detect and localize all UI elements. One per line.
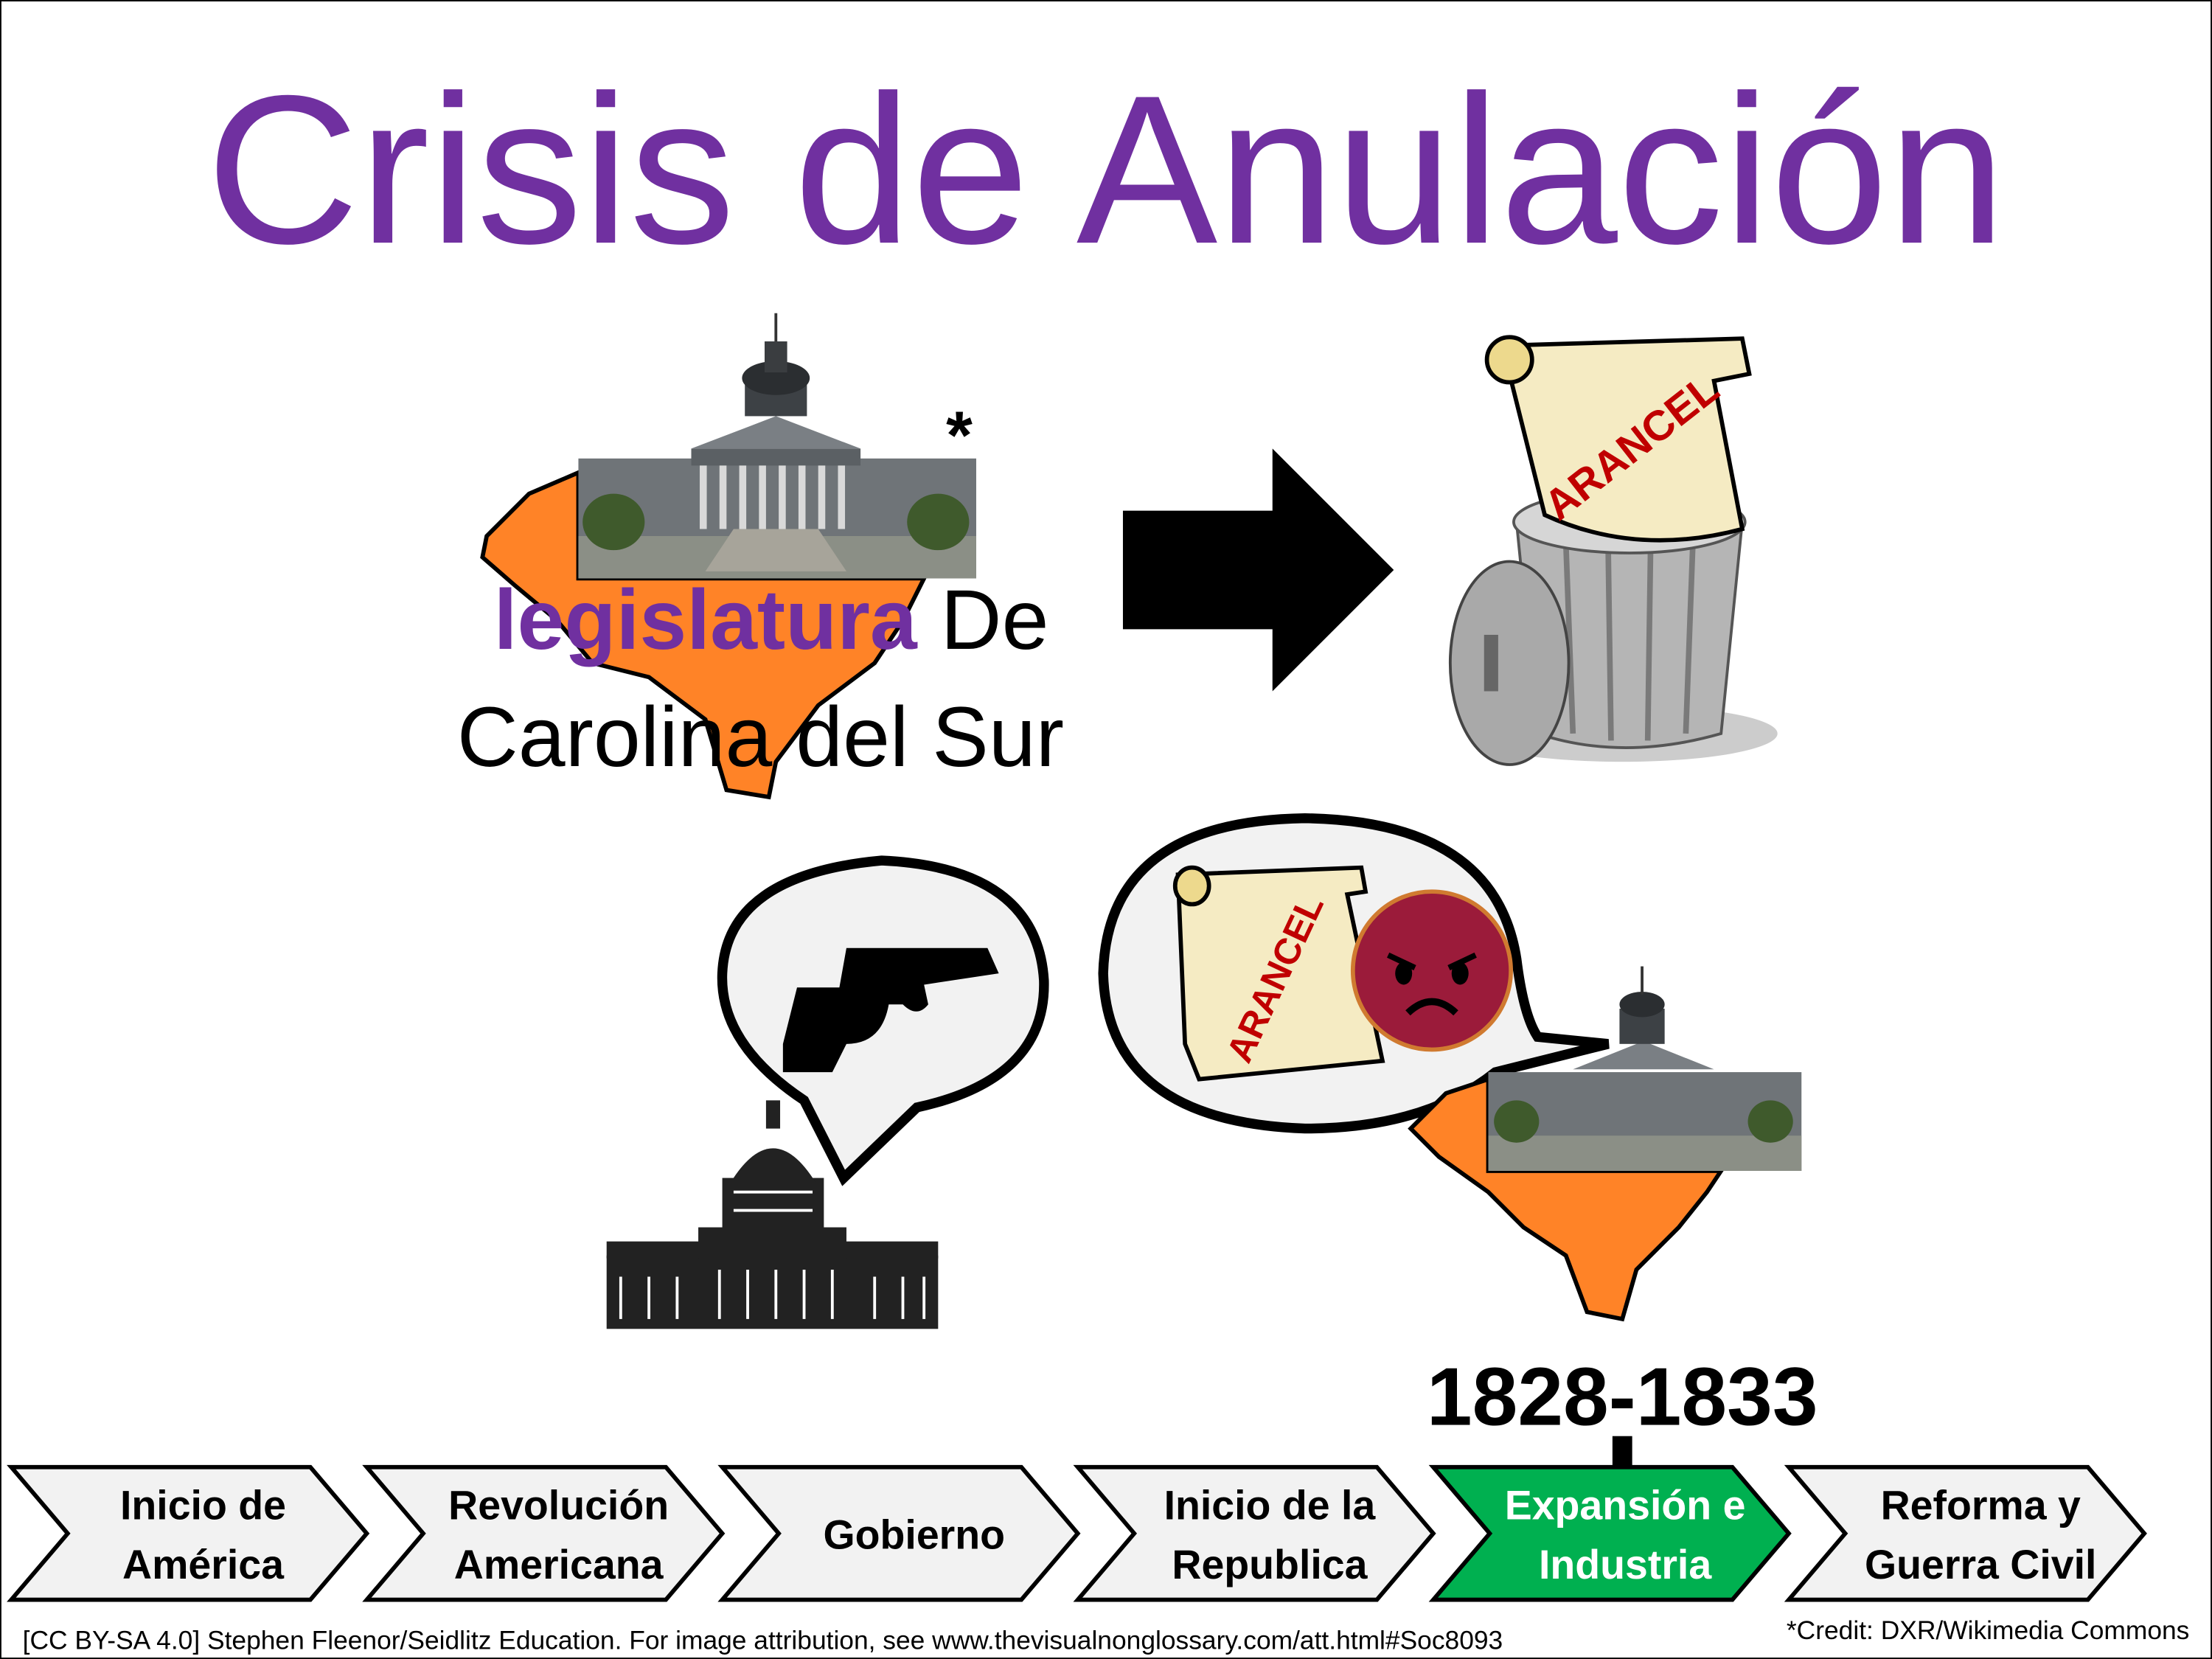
chevron-shape (1428, 1464, 1792, 1602)
timeline-step-label: Gobierno (824, 1512, 1006, 1558)
legislature-label-line2: Carolina del Sur (457, 690, 1064, 785)
south-carolina-map-icon (480, 469, 928, 800)
timeline-step-4[interactable]: Expansión e Industria (1428, 1464, 1792, 1602)
timeline-step-label: Expansión e (1505, 1483, 1746, 1528)
gun-icon (782, 947, 999, 1073)
timeline-step-5[interactable]: Reforma y Guerra Civil (1784, 1464, 2147, 1602)
right-arrow-icon (1122, 448, 1394, 692)
angry-face-icon (1350, 889, 1513, 1052)
chevron-shape (7, 1464, 370, 1602)
timeline-step-3[interactable]: Inicio de la Republica (1073, 1464, 1436, 1602)
timeline-step-label: Revolución (448, 1483, 669, 1528)
timeline-step-label: América (122, 1542, 285, 1587)
date-range: 1828-1833 (1427, 1351, 1818, 1442)
statehouse-building-icon (578, 313, 976, 579)
timeline-marker (1612, 1436, 1632, 1467)
chevron-shape (1073, 1464, 1436, 1602)
credit-asterisk: * (946, 398, 973, 473)
chevron-shape (362, 1464, 726, 1602)
timeline-step-2[interactable]: Gobierno (717, 1464, 1081, 1602)
timeline-step-label: Guerra Civil (1865, 1542, 2096, 1587)
timeline-step-label: Republica (1172, 1542, 1368, 1587)
us-capitol-icon (606, 1100, 939, 1329)
legislature-word: legislatura (494, 573, 918, 667)
tariff-scroll-icon: ARANCEL (1484, 335, 1752, 543)
tariff-scroll-small-icon: ARANCEL (1172, 865, 1385, 1082)
timeline-step-0[interactable]: Inicio de América (7, 1464, 370, 1602)
timeline-step-label: Inicio de (120, 1483, 286, 1528)
timeline-step-label: Americana (454, 1542, 664, 1587)
legislature-label-line1: legislatura De (494, 573, 1049, 667)
footer-license: [CC BY-SA 4.0] Stephen Fleenor/Seidlitz … (23, 1627, 1503, 1655)
legislature-de: De (941, 573, 1049, 667)
statehouse-building-small-icon (1488, 966, 1802, 1172)
timeline-step-label: Inicio de la (1164, 1483, 1377, 1528)
chevron-shape (717, 1464, 1081, 1602)
timeline-step-label: Industria (1539, 1542, 1712, 1587)
footer-credit: *Credit: DXR/Wikimedia Commons (1787, 1616, 2189, 1645)
page-title: Crisis de Anulación (206, 51, 2006, 288)
chevron-shape (1784, 1464, 2147, 1602)
timeline-step-label: Reforma y (1881, 1483, 2081, 1528)
